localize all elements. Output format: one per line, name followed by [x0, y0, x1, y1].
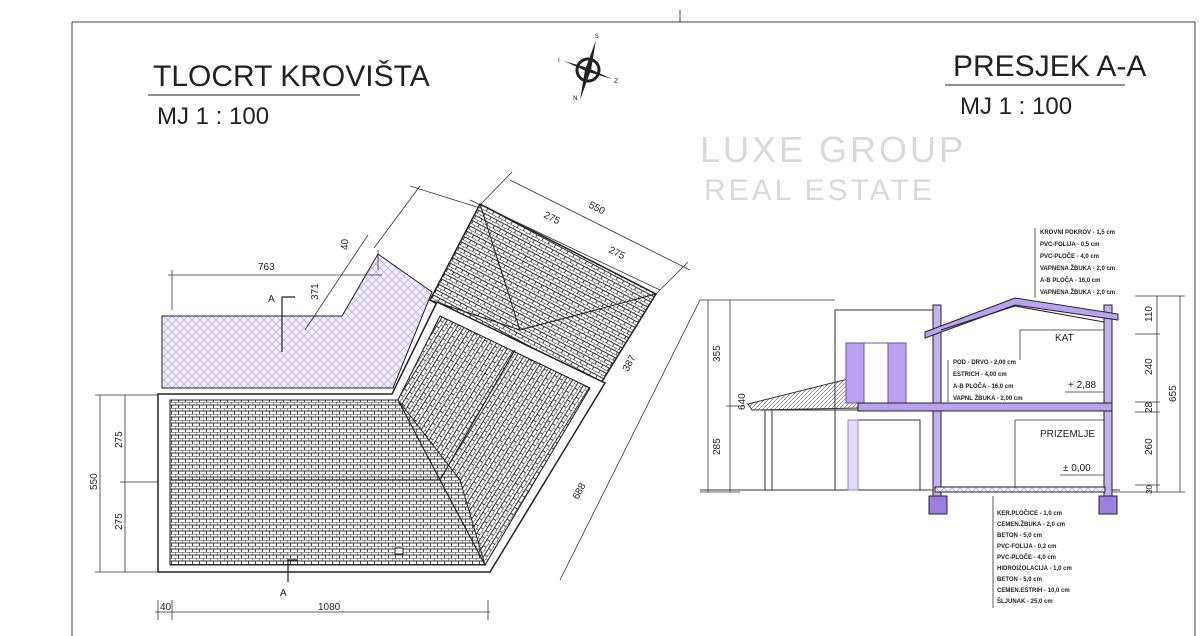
- sheet-frame: [71, 10, 1196, 636]
- svg-text:PVC-PLOČE - 4,0 cm: PVC-PLOČE - 4,0 cm: [1040, 253, 1099, 260]
- svg-text:PVC-FOLIJA - 0,2 cm: PVC-FOLIJA - 0,2 cm: [997, 544, 1056, 550]
- level-ground: ± 0,00: [1063, 463, 1091, 474]
- svg-text:N: N: [573, 95, 578, 102]
- level-upper: + 2,88: [1068, 380, 1097, 391]
- watermark-line1: LUXE GROUP: [700, 129, 966, 170]
- dim-right-top: 110: [1144, 306, 1155, 322]
- svg-text:VAPNENA ŽBUKA - 2,0 cm: VAPNENA ŽBUKA - 2,0 cm: [1040, 264, 1115, 272]
- dim-right-lower: 260: [1144, 438, 1155, 455]
- dim-diag-short: 387: [621, 353, 639, 373]
- dim-left-lower: 285: [712, 438, 723, 455]
- dim-offset: 40: [340, 238, 351, 250]
- dim-upper-total: 550: [587, 200, 607, 218]
- svg-text:KROVNI POKROV - 1,5 cm: KROVNI POKROV - 1,5 cm: [1040, 230, 1115, 236]
- dim-right-slab: 28: [1144, 401, 1155, 413]
- watermark: LUXE GROUP REAL ESTATE: [700, 129, 966, 207]
- svg-text:ŠLJUNAK - 25,0 cm: ŠLJUNAK - 25,0 cm: [997, 597, 1053, 605]
- porch-roof: [747, 375, 861, 411]
- svg-text:Z: Z: [614, 78, 618, 85]
- roof-layers: KROVNI POKROV - 1,5 cm PVC-FOLIJA - 0,5 …: [1040, 230, 1115, 296]
- svg-text:A-B PLOČA - 16,0 cm: A-B PLOČA - 16,0 cm: [953, 383, 1013, 390]
- svg-text:KER.PLOČICE - 1,0 cm: KER.PLOČICE - 1,0 cm: [997, 510, 1062, 517]
- dim-left-total: 550: [89, 473, 100, 490]
- svg-text:CEMEN.ESTRIH - 10,0 cm: CEMEN.ESTRIH - 10,0 cm: [997, 588, 1070, 594]
- dim-top-length: 763: [258, 262, 275, 273]
- svg-text:PVC-PLOČE - 4,0 cm: PVC-PLOČE - 4,0 cm: [997, 554, 1056, 561]
- dim-left-total: 640: [737, 393, 748, 410]
- svg-text:ESTRICH - 4,00 cm: ESTRICH - 4,00 cm: [953, 372, 1007, 378]
- section-dim-left: [700, 299, 835, 493]
- compass-rose-icon: S I Z N: [558, 33, 618, 102]
- svg-text:POD - DRVO - 2,00 cm: POD - DRVO - 2,00 cm: [953, 360, 1016, 366]
- dim-upper-half: 275: [607, 245, 627, 263]
- room-label-upper: KAT: [1055, 333, 1074, 344]
- foundation-left: [928, 495, 948, 515]
- dim-bottom-length: 1080: [318, 602, 341, 613]
- svg-text:BETON - 5,0 cm: BETON - 5,0 cm: [997, 577, 1042, 583]
- roof-plan: A A 763 40 371 275 550: [89, 171, 701, 620]
- dim-upper-half: 275: [542, 210, 562, 228]
- dim-left-lower: 275: [114, 513, 125, 530]
- section-dim-right: [1112, 295, 1185, 493]
- dim-right-base: 30: [1145, 485, 1154, 494]
- dim-bottom-offset: 40: [160, 602, 172, 613]
- section-title: PRESJEK A-A: [953, 50, 1146, 83]
- svg-text:VAPNL ŽBUKA - 2,00 cm: VAPNL ŽBUKA - 2,00 cm: [953, 394, 1023, 402]
- section-scale: MJ 1 : 100: [960, 93, 1072, 120]
- svg-text:I: I: [558, 57, 560, 64]
- dim-right-upper: 240: [1144, 358, 1155, 375]
- floor-slab: [857, 402, 1113, 412]
- section-drawing: KAT + 2,88 PRIZEMLJE ± 0,00 KROVNI POKRO…: [700, 228, 1185, 608]
- svg-text:VAPNENA ŽBUKA - 2,0 cm: VAPNENA ŽBUKA - 2,0 cm: [1040, 288, 1115, 296]
- foundation-right: [1098, 495, 1118, 515]
- shutter-left: [845, 342, 865, 404]
- ground-slab: [934, 486, 1106, 493]
- svg-text:CEMEN.ŽBUKA - 2,0 cm: CEMEN.ŽBUKA - 2,0 cm: [997, 520, 1065, 528]
- dimension-lines: [95, 171, 701, 620]
- dim-diag-long: 688: [571, 481, 589, 501]
- dim-terrace-depth: 371: [310, 283, 321, 300]
- svg-text:A-B PLOČA - 16,0 cm: A-B PLOČA - 16,0 cm: [1040, 277, 1100, 284]
- ground-layers: KER.PLOČICE - 1,0 cm CEMEN.ŽBUKA - 2,0 c…: [997, 510, 1072, 605]
- dim-right-total: 655: [1168, 385, 1179, 402]
- svg-text:HIDROIZOLACIJA - 1,0 cm: HIDROIZOLACIJA - 1,0 cm: [997, 566, 1072, 572]
- svg-text:BETON - 5,0 cm: BETON - 5,0 cm: [997, 533, 1042, 539]
- section-marker-a: A: [268, 294, 275, 305]
- roof-plan-scale: MJ 1 : 100: [157, 103, 269, 130]
- svg-text:S: S: [595, 33, 599, 40]
- roof-plan-title: TLOCRT KROVIŠTA: [153, 59, 430, 93]
- shutter-right: [887, 342, 907, 404]
- dim-left-upper: 355: [712, 345, 723, 362]
- watermark-line2: REAL ESTATE: [704, 174, 935, 207]
- floor-layers: POD - DRVO - 2,00 cm ESTRICH - 4,00 cm A…: [953, 360, 1023, 402]
- terrace-area: [161, 253, 433, 389]
- dim-left-upper: 275: [114, 431, 125, 448]
- section-roof: [924, 297, 1119, 339]
- svg-text:PVC-FOLIJA - 0,5 cm: PVC-FOLIJA - 0,5 cm: [1040, 242, 1099, 248]
- room-label-ground: PRIZEMLJE: [1040, 429, 1095, 440]
- section-marker-a: A: [280, 588, 287, 599]
